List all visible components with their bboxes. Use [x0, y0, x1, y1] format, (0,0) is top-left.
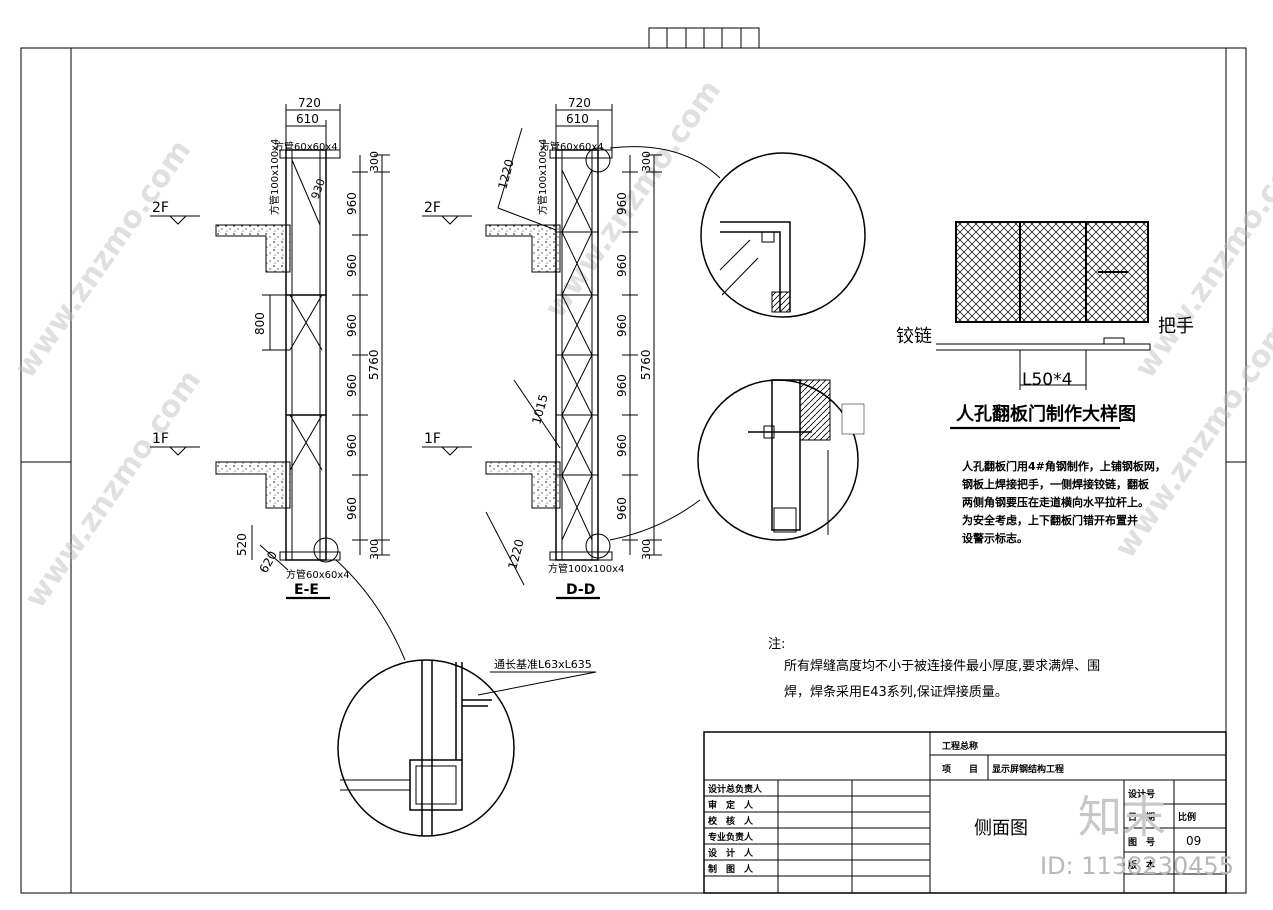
revision-label: 版 本 — [1127, 859, 1156, 871]
hatch-note-line: 为安全考虑，上下翻板门错开布置并 — [962, 513, 1138, 527]
diag-dim-1015: 1015 — [529, 393, 550, 426]
role-label: 设计总负责人 — [708, 783, 763, 795]
dim-520: 520 — [235, 533, 249, 556]
bay-dim: 960 — [345, 314, 359, 337]
detail-circle-top — [609, 146, 866, 318]
detail-label: 通长基准L63xL635 — [494, 658, 592, 671]
sheet-no-label: 图 号 — [1128, 837, 1155, 848]
item-label: 项 目 — [942, 764, 978, 775]
end-dim-top: 300 — [368, 151, 381, 172]
top-member-label: 方管60x60x4 — [274, 140, 338, 153]
bay-dim: 960 — [615, 374, 629, 397]
project-name-label: 工程总称 — [942, 740, 978, 752]
dim-720: 720 — [568, 96, 591, 110]
mid-dim-800: 800 — [253, 312, 267, 335]
design-no-label: 设计号 — [1128, 788, 1155, 800]
hinge-label: 铰链 — [896, 326, 932, 347]
section-title-dd: D-D — [566, 582, 595, 598]
diag-dim-1220-bottom: 1220 — [505, 538, 526, 571]
bay-dim: 960 — [345, 434, 359, 457]
sheet-no: 09 — [1186, 834, 1201, 848]
bay-dim: 960 — [345, 374, 359, 397]
image-id: ID: 1138230455 — [1040, 852, 1234, 880]
notes-heading: 注: — [768, 637, 785, 652]
role-label: 审 定 人 — [708, 799, 754, 811]
post-member-label: 方管100x100x4 — [536, 139, 549, 215]
scale-label: 比例 — [1178, 811, 1196, 823]
section-title-ee: E-E — [294, 582, 319, 598]
hatch-door-title: 人孔翻板门制作大样图 — [956, 403, 1136, 425]
top-member-label: 方管60x60x4 — [540, 140, 604, 153]
detail-circle-bottom: 通长基准L63xL635 — [335, 559, 597, 837]
item-value: 显示屏钢结构工程 — [992, 763, 1064, 775]
total-dim: 5760 — [639, 349, 653, 380]
brand-logo: 知末 — [1078, 792, 1166, 843]
role-label: 专业负责人 — [708, 831, 754, 843]
bay-dim: 960 — [615, 254, 629, 277]
bottom-member-label: 方管100x100x4 — [548, 562, 624, 575]
floor-label-1f: 1F — [424, 431, 441, 447]
bay-dim: 960 — [345, 254, 359, 277]
date-label: 日 期 — [1128, 811, 1155, 823]
brand-watermark: 知末 ID: 1138230455 — [1040, 792, 1234, 880]
bay-dim: 960 — [345, 497, 359, 520]
end-dim-top: 300 — [640, 151, 653, 172]
bay-dim: 960 — [615, 192, 629, 215]
drawing-title: 侧面图 — [974, 818, 1028, 839]
section-dd: 2F 1F 720 610 方管60x60x4 方管100x100x4 1220… — [422, 96, 662, 600]
hatch-note-line: 钢板上焊接把手，一侧焊接铰链，翻板 — [962, 477, 1150, 491]
post-member-label: 方管100x100x4 — [268, 139, 281, 215]
diag-dim-1220-top: 1220 — [495, 158, 516, 191]
hatch-note-line: 设警示标志。 — [962, 531, 1028, 545]
dim-610: 610 — [566, 112, 589, 126]
hatch-note-line: 人孔翻板门用4#角钢制作，上铺钢板网， — [962, 459, 1166, 473]
bay-dim: 960 — [615, 314, 629, 337]
detail-circle-mid — [609, 379, 865, 541]
watermark-text: www.znzmo.com — [8, 134, 198, 385]
note-line: 焊，焊条采用E43系列,保证焊接质量。 — [784, 684, 1008, 700]
dim-610: 610 — [296, 112, 319, 126]
bay-dim: 960 — [615, 434, 629, 457]
hatch-note-line: 两侧角钢要压在走道横向水平拉杆上。 — [962, 495, 1149, 509]
role-label: 设 计 人 — [708, 847, 754, 859]
note-line: 所有焊缝高度均不小于被连接件最小厚度,要求满焊、围 — [784, 658, 1100, 674]
dim-620: 620 — [256, 549, 280, 576]
diag-dim-930: 930 — [309, 177, 328, 201]
handle-label: 把手 — [1158, 316, 1194, 337]
sheet-border — [20, 27, 1247, 894]
angle-label: L50*4 — [1022, 370, 1072, 390]
hatch-door-detail: 铰链 把手 L50*4 人孔翻板门制作大样图 人孔翻板门用4#角钢制作，上铺钢板… — [896, 221, 1194, 545]
total-dim: 5760 — [367, 349, 381, 380]
section-ee: 2F 1F 720 610 方管60x60x4 方管100x100x4 930 — [150, 96, 390, 600]
bay-dim: 960 — [615, 497, 629, 520]
title-block: 工程总称 项 目 显示屏钢结构工程 设计总负责人 审 定 人 校 核 人 专业负… — [703, 731, 1227, 894]
floor-label-2f: 2F — [424, 200, 441, 216]
top-tabs — [648, 27, 760, 49]
end-dim-bottom: 300 — [640, 539, 653, 560]
role-label: 校 核 人 — [708, 815, 754, 827]
general-notes: 注: 所有焊缝高度均不小于被连接件最小厚度,要求满焊、围 焊，焊条采用E43系列… — [768, 637, 1100, 700]
dim-720: 720 — [298, 96, 321, 110]
floor-label-1f: 1F — [152, 431, 169, 447]
bay-dim: 960 — [345, 192, 359, 215]
role-label: 制 图 人 — [708, 863, 754, 875]
bottom-member-label: 方管60x60x4 — [286, 568, 350, 581]
floor-label-2f: 2F — [152, 200, 169, 216]
end-dim-bottom: 300 — [368, 539, 381, 560]
watermark-text: www.znzmo.com — [18, 364, 208, 615]
